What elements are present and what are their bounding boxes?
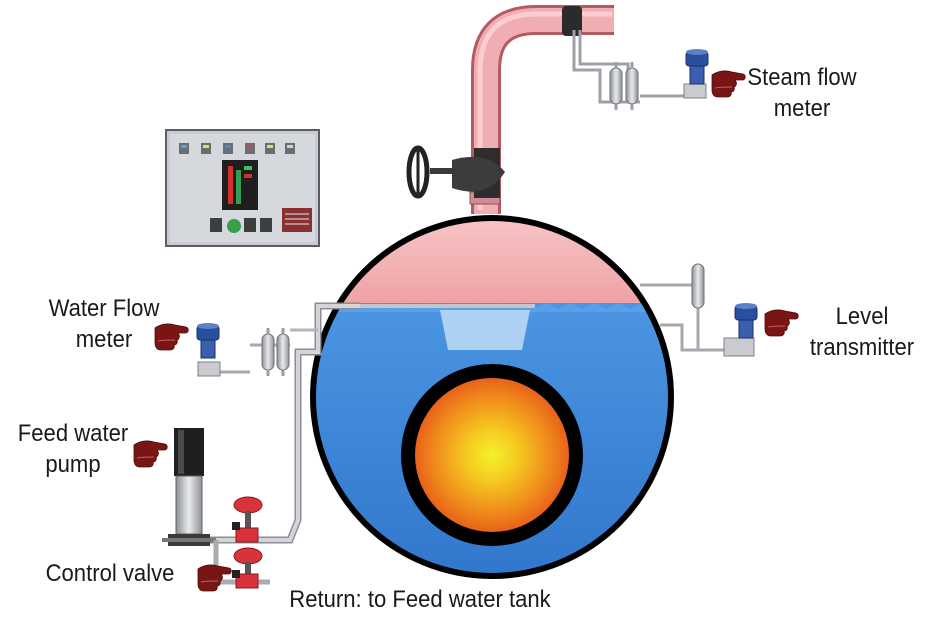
boiler-drum xyxy=(310,215,674,579)
pointing-hand-icon xyxy=(764,309,799,337)
level-transmitter-label: Level transmitter xyxy=(805,301,919,363)
water-flow-meter-label: Water Flow meter xyxy=(43,293,164,355)
level-transmitter-label-line2: transmitter xyxy=(809,334,915,361)
steam-flow-meter xyxy=(572,30,709,111)
steam-flow-meter-label-line2: meter xyxy=(773,95,831,122)
water-flow-meter-label-line1: Water Flow xyxy=(48,295,160,322)
water-flow-meter-label-line2: meter xyxy=(75,326,133,353)
pointing-hand-icon xyxy=(133,440,168,468)
return-line-label-text: Return: to Feed water tank xyxy=(289,586,551,613)
return-line-label: Return: to Feed water tank xyxy=(282,584,558,615)
level-transmitter-label-line1: Level xyxy=(835,303,889,330)
feed-water-pump xyxy=(162,428,216,546)
pointing-hand-icon xyxy=(197,564,232,592)
steam-flow-meter-label: Steam flow meter xyxy=(741,62,862,124)
feed-water-pump-label-line1: Feed water xyxy=(17,420,129,447)
feed-water-pump-label: Feed water pump xyxy=(13,418,133,480)
level-transmitter xyxy=(640,263,758,357)
water-flow-meter xyxy=(196,322,290,377)
control-valve-label-text: Control valve xyxy=(45,560,175,587)
feed-water-line xyxy=(206,302,360,544)
pointing-hand-icon xyxy=(711,70,746,98)
steam-stop-valve xyxy=(406,145,505,199)
pipe-flange xyxy=(562,6,582,36)
feed-water-pump-label-line2: pump xyxy=(45,451,101,478)
handwheel-icon xyxy=(406,145,430,199)
control-valve-label: Control valve xyxy=(36,558,183,589)
control-panel-icon xyxy=(165,129,320,247)
flame xyxy=(415,378,569,532)
steam-flow-meter-label-line1: Steam flow xyxy=(747,64,857,91)
